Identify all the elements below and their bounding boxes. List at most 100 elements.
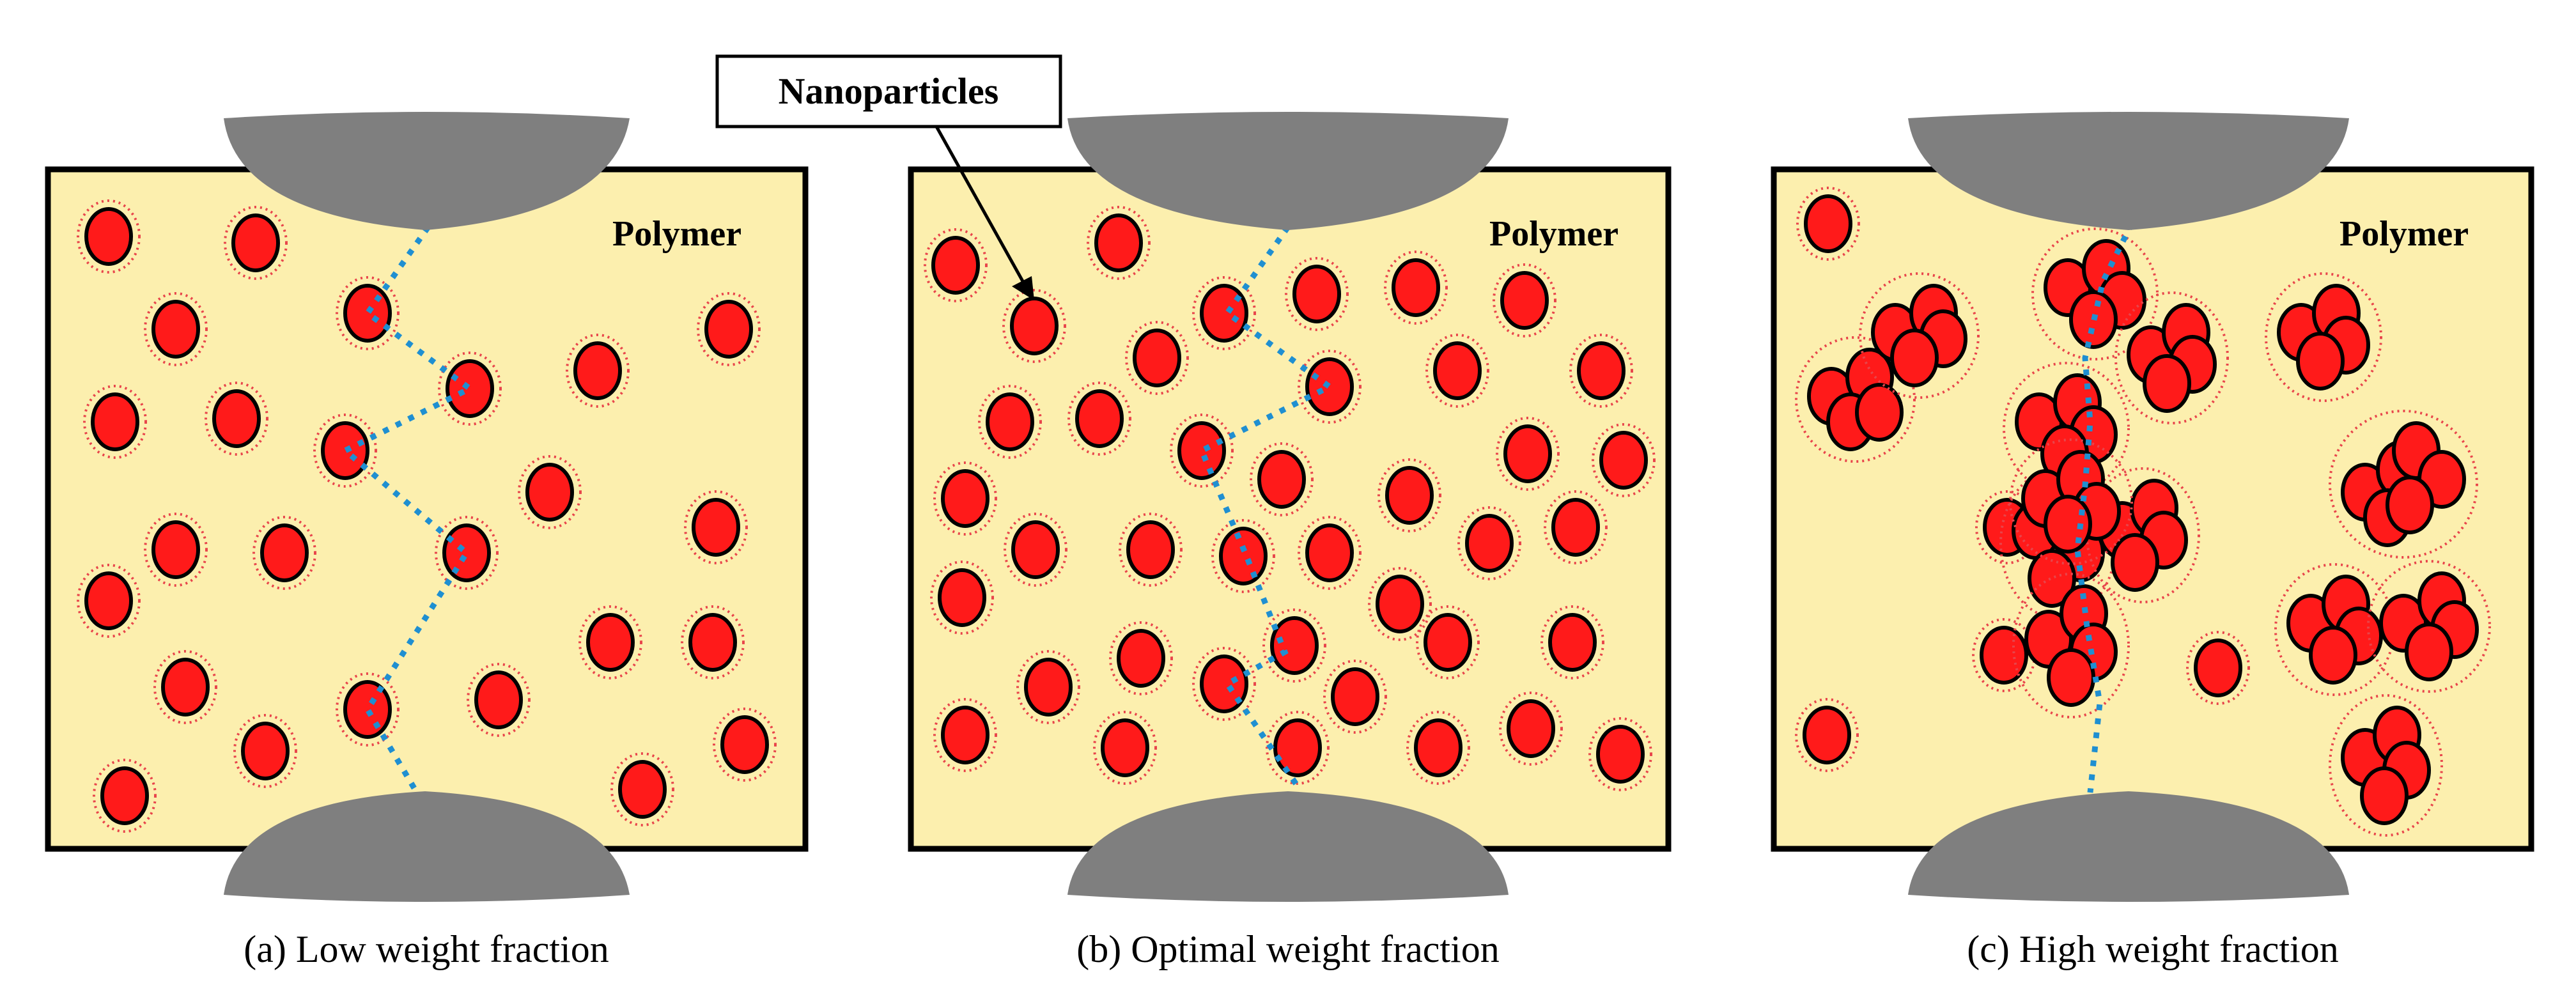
nanoparticle: [1125, 321, 1189, 395]
nanoparticle: [233, 714, 297, 788]
nanoparticle: [1368, 567, 1432, 641]
nanoparticle: [2028, 549, 2076, 608]
cluster-halo: [2086, 467, 2200, 603]
top-electrode: [224, 112, 630, 230]
nanoparticle: [1499, 692, 1563, 766]
nanoparticle: [2047, 648, 2095, 707]
nanoparticle: [1496, 417, 1560, 491]
nanoparticle: [1298, 350, 1362, 424]
nanoparticle: [1192, 647, 1256, 721]
nanoparticle: [1211, 519, 1275, 593]
conduction-path: [2074, 222, 2135, 793]
nanoparticle: [1298, 516, 1362, 590]
particle-layer: [1795, 187, 2491, 837]
cluster-halo: [2009, 438, 2133, 565]
nanoparticle: [435, 516, 499, 590]
panel-b: Polymer (b) Optimal weight fraction Nano…: [715, 54, 1672, 970]
nanoparticle: [1588, 717, 1652, 791]
nanoparticle: [2186, 631, 2250, 705]
cluster-halo: [1859, 272, 1980, 399]
nanoparticle: [1109, 621, 1173, 695]
nanoparticle: [713, 708, 777, 782]
conduction-path: [1198, 225, 1335, 788]
nanoparticle: [1067, 382, 1131, 456]
nanoparticle: [2143, 354, 2191, 413]
nanoparticle: [518, 455, 582, 529]
nanoparticle: [224, 206, 288, 280]
nanoparticle: [697, 292, 761, 366]
nanoparticle: [924, 228, 988, 302]
particle-layer: [77, 199, 777, 833]
nanoparticle: [83, 385, 147, 459]
nanoparticle: [933, 698, 997, 772]
cluster-halo: [2114, 291, 2229, 424]
bottom-electrode: [1067, 791, 1509, 902]
nanoparticle: [684, 490, 748, 564]
panel-caption: (b) Optimal weight fraction: [1076, 928, 1499, 970]
cluster-halo: [2329, 694, 2443, 837]
nanoparticle: [1377, 458, 1441, 532]
nanoparticle: [1890, 329, 1939, 387]
nanoparticle: [1540, 605, 1604, 679]
nanoparticle: [1425, 334, 1489, 408]
nanoparticle: [1569, 334, 1633, 408]
nanoparticle: [153, 650, 217, 724]
nanoparticle: [566, 334, 630, 408]
nanoparticle: [1262, 608, 1326, 683]
nanoparticle: [2309, 626, 2357, 685]
nanoparticle: [1592, 423, 1656, 497]
nanoparticle: [578, 605, 642, 679]
cluster-halo: [2329, 410, 2478, 559]
nanoparticle: [144, 513, 208, 587]
panel-c: Polymer (c) High weight fraction: [1771, 112, 2534, 970]
nanoparticle: [313, 414, 377, 488]
nanoparticle: [1266, 711, 1330, 785]
nanoparticle: [1416, 605, 1480, 679]
nanoparticle: [1544, 490, 1608, 564]
nanoparticle: [1493, 263, 1556, 337]
nanoparticle: [467, 663, 531, 737]
polymer-label: Polymer: [612, 214, 741, 254]
cluster-halo: [1795, 336, 1916, 463]
top-electrode: [1908, 112, 2349, 230]
callout-arrow: [935, 125, 1025, 283]
nanoparticle: [681, 605, 745, 679]
nanoparticle: [93, 759, 157, 833]
callout-arrowhead: [1012, 276, 1034, 300]
nanoparticle: [1285, 257, 1349, 331]
nanoparticle: [1170, 414, 1234, 488]
nanoparticle: [930, 561, 994, 635]
nanoparticle: [205, 382, 268, 456]
nanoparticle: [144, 292, 208, 366]
nanoparticle: [1457, 506, 1521, 580]
nanoparticle: [1119, 513, 1183, 587]
cluster-halo: [2012, 573, 2130, 718]
nanoparticle: [1972, 618, 2036, 692]
cluster-halo: [2003, 362, 2130, 495]
nanoparticle: [1855, 383, 1904, 442]
nanoparticle: [978, 385, 1042, 459]
polymer-label: Polymer: [1489, 214, 1618, 254]
nanoparticle: [2111, 533, 2159, 592]
nanoparticle: [1406, 711, 1470, 785]
nanoparticles-callout-label: Nanoparticles: [779, 70, 999, 112]
nanoparticle: [1250, 442, 1314, 516]
nanoparticle: [1795, 698, 1859, 772]
top-electrode: [1067, 112, 1509, 230]
nanoparticle: [77, 564, 141, 638]
nanoparticle: [1796, 187, 1860, 261]
nanoparticle: [1016, 650, 1080, 724]
polymer-matrix: [45, 166, 809, 852]
nanoparticle: [610, 752, 674, 826]
cluster-halo: [2265, 272, 2382, 402]
nanoparticle: [1002, 289, 1066, 363]
nanoparticle: [2044, 495, 2092, 554]
bottom-electrode: [224, 791, 630, 902]
nanoparticle: [1004, 513, 1067, 587]
panel-caption: (a) Low weight fraction: [244, 928, 609, 970]
nanoparticle: [438, 352, 502, 426]
polymer-label: Polymer: [2339, 214, 2469, 254]
nanoparticle: [2360, 766, 2409, 825]
cluster-halo: [2367, 560, 2491, 693]
